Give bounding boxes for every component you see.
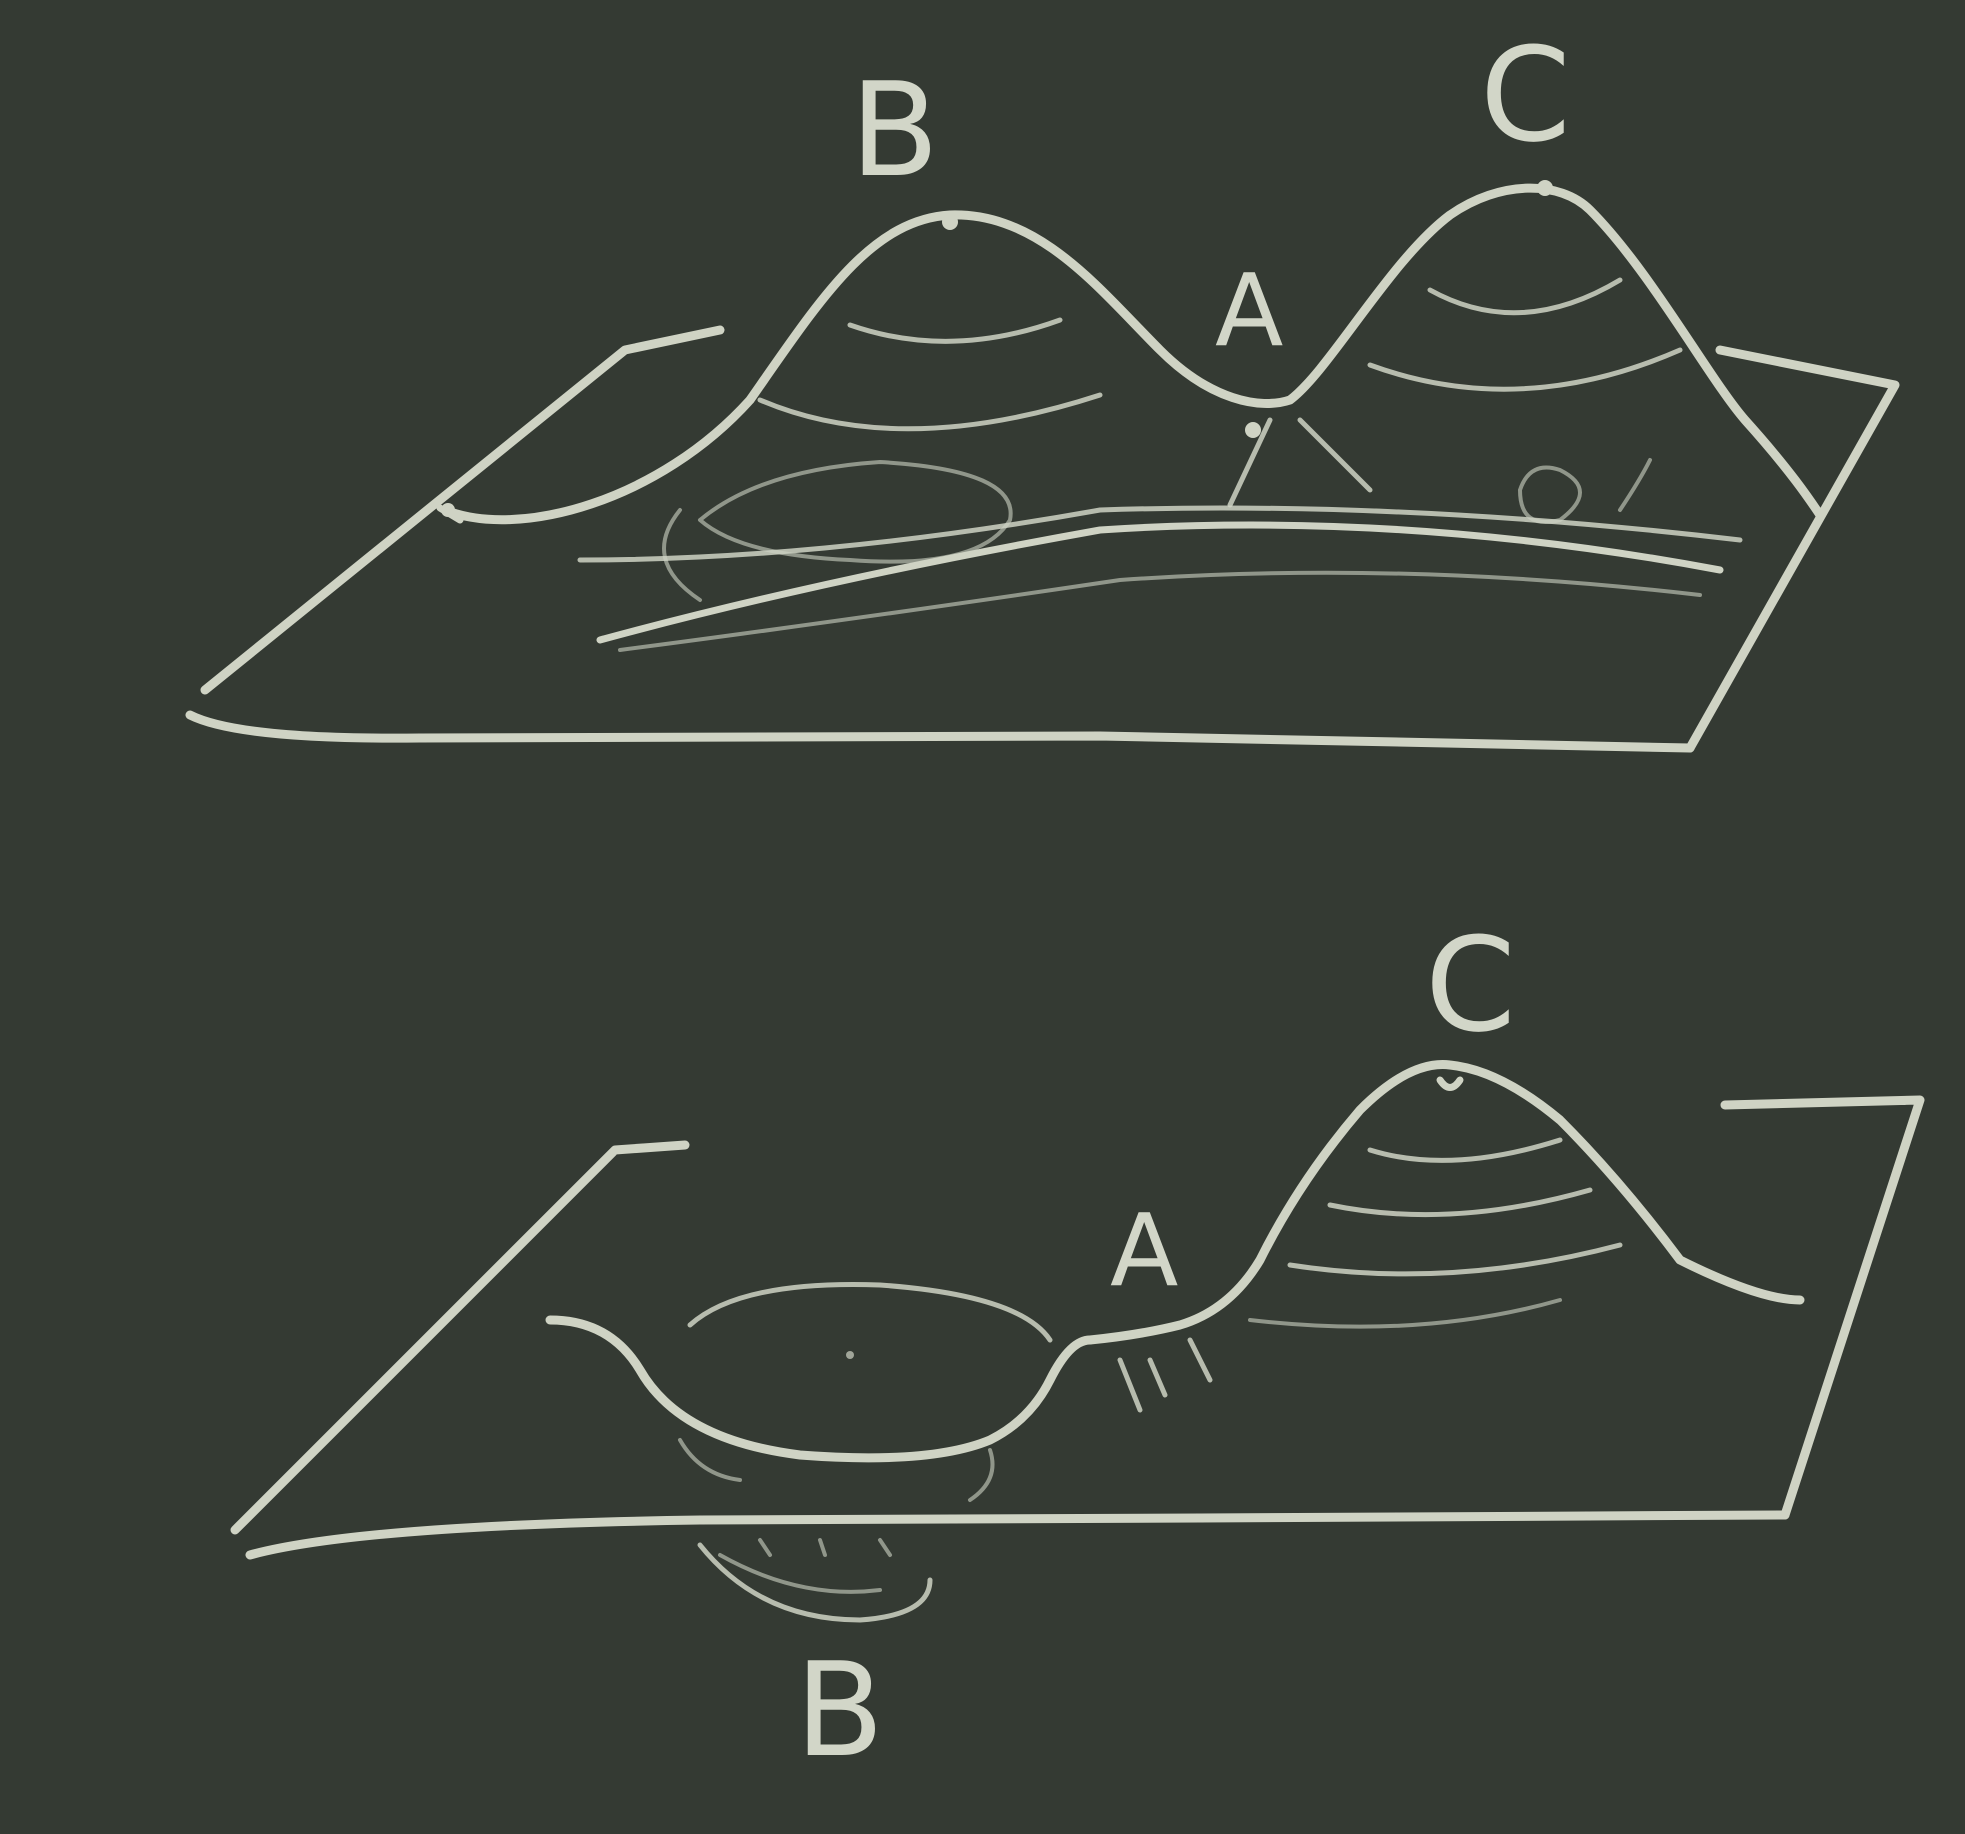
bottom-peak-profile bbox=[1085, 1060, 1805, 1345]
bottom-contour-c-3 bbox=[1287, 1242, 1623, 1277]
top-peak-c-dot bbox=[1537, 180, 1553, 196]
bottom-label-b: B bbox=[795, 1634, 884, 1786]
top-contour-c-3 bbox=[1518, 465, 1582, 524]
top-label-b: B bbox=[850, 54, 939, 206]
top-contour-c-2 bbox=[1367, 347, 1683, 392]
top-surface-diagram: B C A bbox=[185, 19, 1900, 753]
top-ground-contour-3 bbox=[662, 508, 702, 602]
top-contour-b-1 bbox=[847, 317, 1063, 344]
bottom-plane-front-edge bbox=[245, 1510, 1790, 1560]
bottom-pit-below-1 bbox=[697, 1542, 933, 1623]
top-contour-c-4 bbox=[1618, 458, 1652, 512]
bottom-pit-profile bbox=[545, 1315, 1095, 1463]
bottom-plane-right-edge bbox=[1720, 1095, 1925, 1520]
top-plane-outline bbox=[200, 325, 725, 695]
bottom-label-c: C bbox=[1425, 909, 1516, 1061]
bottom-contour-c-4 bbox=[1248, 1298, 1562, 1329]
bottom-contour-c-1 bbox=[1367, 1137, 1563, 1163]
bottom-pit-below-3 bbox=[758, 1538, 892, 1557]
top-contour-c-1 bbox=[1427, 277, 1623, 316]
top-label-a: A bbox=[1215, 252, 1283, 369]
bottom-label-a: A bbox=[1110, 1192, 1178, 1309]
top-ground-ridge bbox=[596, 521, 1724, 644]
top-peak-b-dot bbox=[942, 214, 958, 230]
top-contour-b-3 bbox=[698, 460, 1013, 564]
bottom-pit-rim-back bbox=[687, 1282, 1053, 1343]
bottom-saddle-ridges bbox=[1117, 1337, 1213, 1413]
top-left-junction-dot bbox=[441, 503, 455, 517]
bottom-pit-edge-left bbox=[678, 1438, 742, 1482]
bottom-contour-c-2 bbox=[1327, 1187, 1593, 1218]
top-plane-left-edge bbox=[185, 710, 1695, 753]
bottom-pit-edge-right bbox=[968, 1448, 995, 1502]
top-surface-profile bbox=[440, 183, 1825, 525]
top-saddle-line-down bbox=[1227, 417, 1273, 508]
top-ground-contour-1 bbox=[577, 505, 1743, 563]
bottom-peak-c-mark bbox=[1436, 1076, 1464, 1091]
bottom-pit-below-2 bbox=[718, 1553, 882, 1594]
bottom-pit-center-dot bbox=[846, 1351, 854, 1359]
top-plane-right-edge bbox=[1685, 345, 1900, 753]
bottom-plane-left-edge bbox=[230, 1140, 690, 1535]
top-saddle-line-cross bbox=[1297, 417, 1373, 493]
top-label-c: C bbox=[1480, 19, 1571, 171]
top-ground-contour-2 bbox=[618, 570, 1702, 652]
top-saddle-a-dot bbox=[1245, 422, 1261, 438]
top-contour-b-2 bbox=[757, 392, 1103, 432]
bottom-surface-diagram: C A B bbox=[230, 909, 1925, 1786]
